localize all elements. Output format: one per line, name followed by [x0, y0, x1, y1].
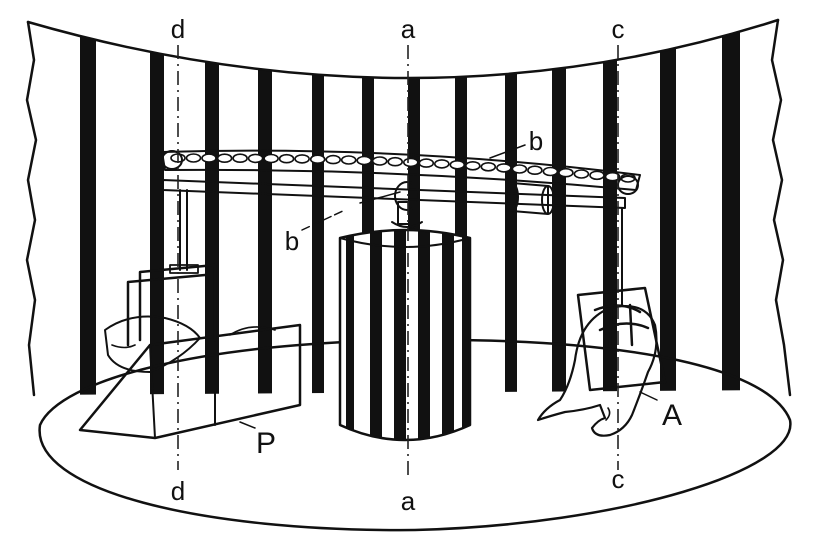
- central-drum: [338, 228, 472, 442]
- chain-link: [201, 153, 217, 163]
- chain-link: [356, 155, 373, 166]
- label-passive-kitten: P: [256, 427, 276, 460]
- leader-lines: [239, 144, 658, 429]
- chain-link: [573, 169, 590, 179]
- label-active-kitten: A: [662, 399, 682, 432]
- central-hub: [394, 181, 420, 211]
- chain-link: [449, 160, 466, 170]
- axis-lines: [177, 45, 619, 480]
- passive-gondola: [78, 263, 302, 440]
- label-a-top: a: [401, 14, 416, 44]
- chain-link: [589, 170, 605, 181]
- wall-stripe: [205, 20, 219, 395]
- chain-link: [247, 153, 264, 164]
- wall-stripe: [258, 20, 272, 395]
- drum-stripe: [346, 230, 354, 440]
- chain-link: [278, 153, 295, 164]
- label-d-top: d: [171, 14, 185, 44]
- chain-link: [325, 154, 342, 165]
- label-a-bottom: a: [401, 486, 416, 516]
- left-sprocket: [161, 150, 183, 170]
- drum-stripe: [462, 230, 470, 440]
- gear-chain-mechanism: [161, 149, 641, 306]
- chain-link: [433, 159, 450, 169]
- label-c-bottom: c: [612, 464, 625, 494]
- chain-link: [294, 154, 310, 164]
- wall-top-rim: [26, 18, 780, 80]
- wall-left-edge: [25, 20, 38, 397]
- label-d-bottom: d: [171, 476, 185, 506]
- drum-stripe: [394, 230, 406, 440]
- label-b-lower: b: [285, 226, 299, 256]
- chain-link: [216, 153, 233, 163]
- chain-link: [371, 156, 388, 166]
- chain-link: [418, 158, 435, 168]
- chain-link: [558, 167, 574, 178]
- drum-stripe: [418, 230, 430, 440]
- chain-link: [232, 153, 248, 163]
- carousel-floor: [38, 338, 792, 532]
- chain-link: [604, 171, 621, 182]
- wall-stripe: [722, 20, 740, 395]
- wall-stripe: [660, 20, 676, 395]
- chain-link: [464, 161, 481, 171]
- wall-right-edge: [770, 18, 792, 397]
- label-b-upper: b: [529, 126, 543, 156]
- chain-link: [542, 166, 559, 177]
- wall-stripe: [312, 20, 324, 395]
- chain-link: [527, 165, 543, 175]
- labels: d a c d a c b b P A: [171, 14, 682, 516]
- wall-stripe: [552, 20, 566, 395]
- chain-link: [496, 163, 512, 173]
- chain-link: [185, 153, 202, 163]
- counterweight: [505, 182, 555, 215]
- chain-link: [387, 156, 404, 167]
- wall-stripe: [80, 20, 96, 395]
- chain-link: [402, 157, 419, 168]
- chain-link: [511, 164, 528, 174]
- chain-link: [480, 162, 497, 172]
- chain-link: [340, 155, 357, 165]
- label-c-top: c: [612, 14, 625, 44]
- chain-link: [263, 153, 279, 164]
- wall-stripe: [150, 20, 164, 395]
- drum-stripes: [346, 230, 470, 440]
- drum-stripe: [370, 230, 382, 440]
- drum-stripe: [442, 230, 454, 440]
- chain-link: [309, 154, 326, 164]
